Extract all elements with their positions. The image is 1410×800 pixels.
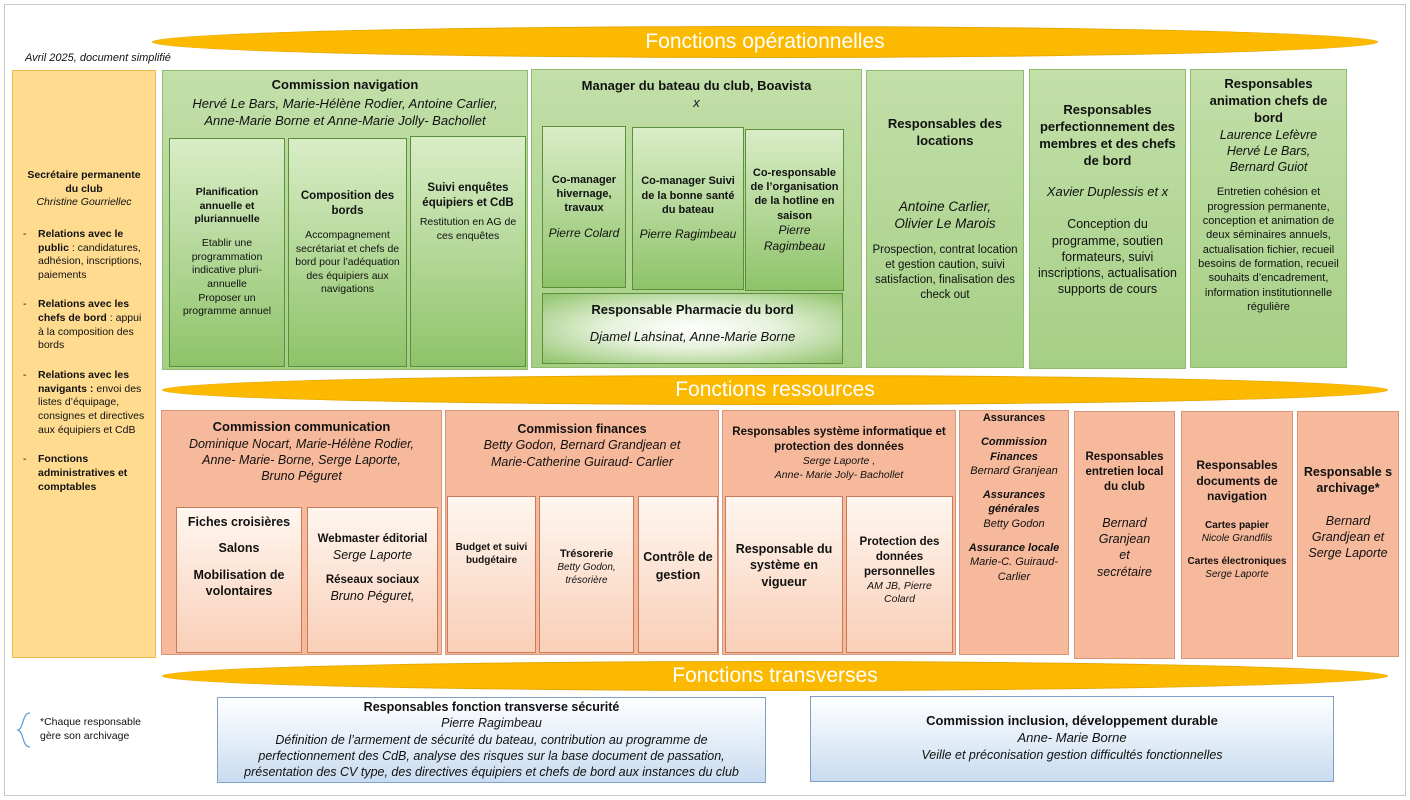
nav-crew-box: Composition des bords Accompagnement sec…	[288, 138, 407, 367]
manager-title: Manager du bateau du club, Boavista	[581, 78, 812, 93]
comm-events-box: Fiches croisières Salons Mobilisation de…	[176, 507, 302, 653]
nav-docs-box: Responsables documents de navigation Car…	[1181, 411, 1293, 659]
training-box: Responsables perfectionnement des membre…	[1029, 69, 1186, 369]
archive-box: Responsable s archivage* Bernard Grandje…	[1297, 411, 1399, 657]
banner-resources: Fonctions ressources	[162, 375, 1388, 405]
pharmacy-box: Responsable Pharmacie du bord Djamel Lah…	[542, 293, 843, 364]
footnote-text: *Chaque responsable gère son archivage	[40, 716, 141, 743]
secretary-list: Relations avec le public : candidatures,…	[21, 228, 147, 494]
inclusion-box: Commission inclusion, développement dura…	[810, 696, 1334, 782]
banner-transverse: Fonctions transverses	[162, 661, 1388, 691]
date-note: Avril 2025, document simplifié	[25, 52, 171, 64]
nav-survey-box: Suivi enquêtes équipiers et CdB Restitut…	[410, 136, 526, 367]
insurance-box: Assurances Commission Finances Bernard G…	[959, 410, 1069, 655]
comm-web-box: Webmaster éditorial Serge Laporte Réseau…	[307, 507, 438, 653]
nav-members: Anne-Marie Borne et Anne-Marie Jolly- Ba…	[204, 112, 486, 128]
finance-control-box: Contrôle de gestion	[638, 496, 718, 653]
nav-title: Commission navigation	[271, 77, 419, 92]
nav-planning-box: Planification annuelle et pluriannuelle …	[169, 138, 285, 367]
animation-box: Responsables animation chefs de bord Lau…	[1190, 69, 1347, 368]
brace-icon	[16, 712, 31, 748]
co-resp-hotline-box: Co-responsable de l’organisation de la h…	[745, 129, 844, 291]
locations-box: Responsables des locations Antoine Carli…	[866, 70, 1024, 368]
manager-name: x	[693, 94, 700, 110]
co-manager-health-box: Co-manager Suivi de la bonne santé du ba…	[632, 127, 744, 290]
it-data-protection-box: Protection des données personnelles AM J…	[846, 496, 953, 653]
secretary-item: Relations avec les navigants : envoi des…	[21, 369, 147, 437]
secretary-name: Christine Gourriellec	[36, 196, 132, 209]
secretary-item: Relations avec le public : candidatures,…	[21, 228, 147, 283]
secretary-title: Secrétaire permanente du club	[27, 169, 141, 195]
local-box: Responsables entretien local du club Ber…	[1074, 411, 1175, 659]
secretary-item: Fonctions administratives et comptables	[21, 453, 147, 494]
secretary-box: Secrétaire permanente du club Christine …	[12, 70, 156, 658]
finance-budget-box: Budget et suivi budgétaire	[447, 496, 536, 653]
banner-operational: Fonctions opérationnelles	[152, 26, 1378, 58]
finance-treasury-box: Trésorerie Betty Godon, trésorière	[539, 496, 634, 653]
canvas-frame	[4, 4, 1406, 796]
nav-members: Hervé Le Bars, Marie-Hélène Rodier, Anto…	[192, 95, 498, 111]
security-box: Responsables fonction transverse sécurit…	[217, 697, 766, 783]
it-system-box: Responsable du système en vigueur	[725, 496, 843, 653]
secretary-item: Relations avec les chefs de bord : appui…	[21, 298, 147, 353]
footnote-brace	[14, 712, 34, 748]
co-manager-winter-box: Co-manager hivernage, travaux Pierre Col…	[542, 126, 626, 288]
